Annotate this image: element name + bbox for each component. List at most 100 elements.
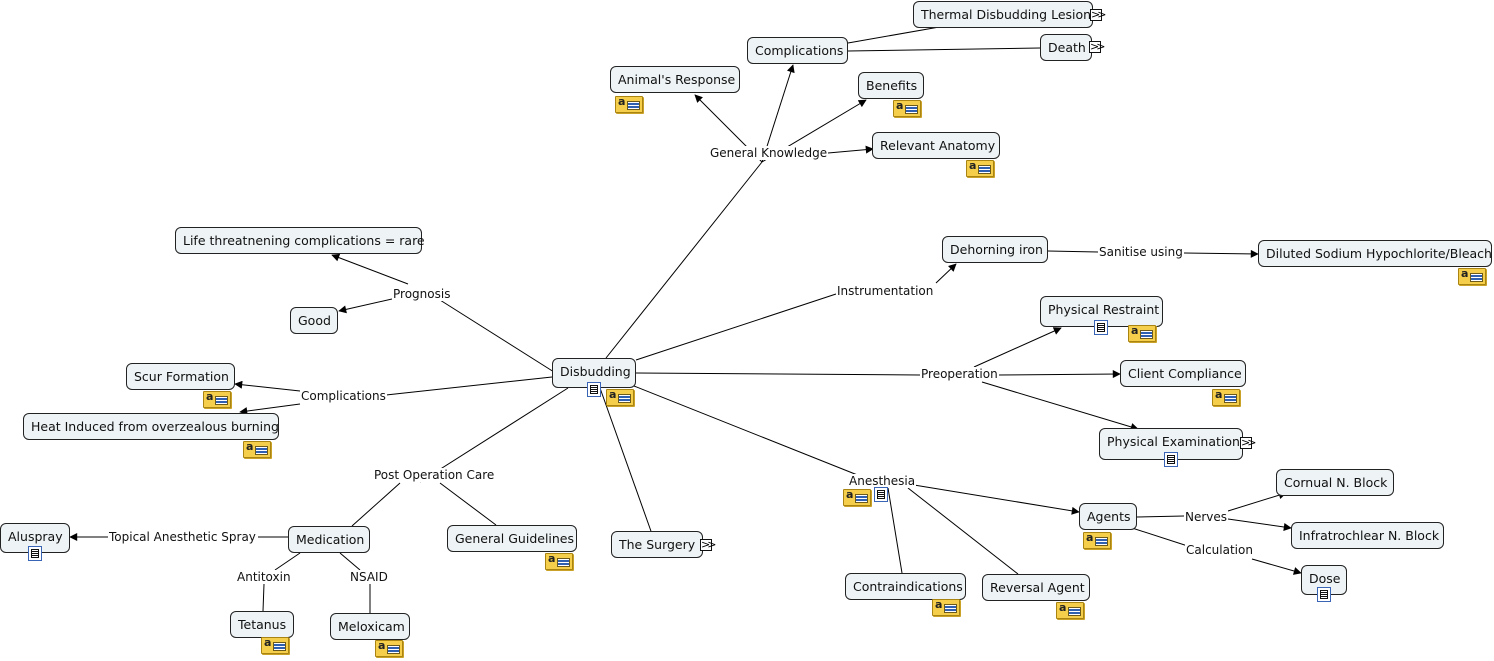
line-connector (385, 376, 553, 396)
line-connector (339, 552, 361, 571)
annotation-note-icon[interactable]: a (1212, 389, 1240, 406)
label-instrumentation: Instrumentation (836, 284, 935, 298)
node-relevant-anatomy[interactable]: Relevant Anatomy (872, 132, 1000, 159)
arrow-connector (827, 145, 874, 154)
annotation-note-icon[interactable]: a (243, 441, 271, 458)
node-thermal-disbudding-lesion[interactable]: Thermal Disbudding Lesion (913, 1, 1093, 28)
annotation-note-icon[interactable]: a (843, 489, 871, 506)
line-connector (847, 25, 946, 44)
node-animals-response[interactable]: Animal's Response (610, 66, 740, 93)
document-icon[interactable] (28, 546, 42, 561)
arrow-connector (981, 381, 1139, 431)
annotation-note-icon[interactable]: a (375, 640, 403, 657)
line-connector (419, 387, 569, 483)
label-general-knowledge: General Knowledge (709, 146, 829, 160)
annotation-note-icon[interactable]: a (1083, 532, 1111, 549)
annotation-note-icon[interactable]: a (932, 599, 960, 616)
line-connector (274, 552, 301, 571)
node-diluted-sodium-hypochlorite[interactable]: Diluted Sodium Hypochlorite/Bleach (1258, 240, 1492, 267)
node-contraindications[interactable]: Contraindications (845, 573, 966, 600)
document-icon[interactable] (587, 382, 601, 397)
line-connector (1047, 250, 1099, 253)
node-cornual-n-block[interactable]: Cornual N. Block (1276, 469, 1394, 496)
annotation-note-icon[interactable]: a (203, 391, 231, 408)
node-agents[interactable]: Agents (1079, 503, 1137, 530)
line-connector (605, 161, 763, 359)
label-preoperation: Preoperation (920, 367, 999, 381)
arrow-connector (1227, 518, 1292, 531)
annotation-note-icon[interactable]: a (966, 160, 994, 177)
label-nerves: Nerves (1184, 510, 1229, 524)
node-general-guidelines[interactable]: General Guidelines (447, 525, 577, 552)
annotation-note-icon[interactable]: a (615, 96, 643, 113)
annotation-note-icon[interactable]: a (545, 553, 573, 570)
annotation-note-icon[interactable]: a (261, 637, 289, 654)
node-infratrochlear-n-block[interactable]: Infratrochlear N. Block (1291, 522, 1444, 549)
node-life-threatening[interactable]: Life threatnening complications = rare (175, 227, 425, 254)
line-connector (907, 487, 1019, 575)
node-dose[interactable]: Dose (1301, 565, 1347, 595)
expand-icon[interactable]: >> (1090, 8, 1106, 21)
node-scur-formation[interactable]: Scur Formation (126, 363, 235, 390)
arrow-connector (234, 380, 301, 392)
arrow-connector (239, 403, 301, 416)
line-connector (262, 583, 265, 612)
document-icon[interactable] (1317, 587, 1331, 602)
document-icon[interactable] (1094, 320, 1108, 335)
arrow-connector (973, 327, 1062, 368)
document-icon[interactable] (1164, 452, 1178, 467)
expand-icon[interactable]: >> (700, 538, 716, 551)
line-connector (887, 487, 903, 574)
line-connector (599, 387, 653, 535)
arrow-connector (1251, 558, 1302, 575)
node-the-surgery[interactable]: The Surgery (611, 531, 703, 558)
node-death[interactable]: Death (1040, 34, 1092, 61)
node-heat-induced[interactable]: Heat Induced from overzealous burning (23, 413, 279, 440)
arrow-connector (935, 263, 957, 284)
line-connector (635, 372, 921, 376)
arrow-connector (331, 253, 409, 285)
node-reversal-agent[interactable]: Reversal Agent (982, 574, 1090, 601)
label-anesthesia: Anesthesia (848, 474, 917, 488)
annotation-note-icon[interactable]: a (1128, 325, 1156, 342)
arrow-connector (338, 298, 393, 314)
arrow-connector (761, 64, 795, 163)
arrow-connector (1183, 249, 1259, 258)
label-post-operation-care: Post Operation Care (373, 468, 496, 482)
annotation-note-icon[interactable]: a (1056, 602, 1084, 619)
node-tetanus[interactable]: Tetanus (230, 611, 294, 638)
node-meloxicam[interactable]: Meloxicam (330, 613, 410, 640)
label-prognosis: Prognosis (392, 287, 452, 301)
arrow-connector (913, 484, 1080, 515)
arrow-connector (1227, 491, 1287, 512)
line-connector (439, 299, 555, 373)
label-nsaid: NSAID (349, 570, 389, 584)
line-connector (635, 293, 837, 361)
label-complications-left: Complications (300, 389, 387, 403)
line-connector (633, 385, 861, 477)
node-medication[interactable]: Medication (288, 526, 370, 553)
expand-icon[interactable]: >> (1089, 40, 1105, 53)
arrow-connector (997, 370, 1121, 379)
annotation-note-icon[interactable]: a (1458, 268, 1486, 285)
label-sanitise-using: Sanitise using (1098, 245, 1184, 259)
node-complications-top[interactable]: Complications (747, 37, 848, 64)
line-connector (351, 482, 401, 527)
line-connector (439, 482, 497, 526)
node-aluspray[interactable]: Aluspray (0, 523, 70, 553)
annotation-note-icon[interactable]: a (893, 100, 921, 117)
line-connector (847, 47, 1041, 52)
line-connector (1136, 515, 1185, 518)
node-dehorning-iron[interactable]: Dehorning iron (942, 236, 1048, 263)
node-good[interactable]: Good (290, 307, 338, 334)
document-icon[interactable] (874, 487, 888, 502)
expand-icon[interactable]: >> (1240, 436, 1256, 449)
node-benefits[interactable]: Benefits (858, 72, 924, 99)
label-topical-anesthetic-spray: Topical Anesthetic Spray (108, 530, 257, 544)
node-physical-restraint[interactable]: Physical Restraint (1040, 296, 1163, 327)
node-client-compliance[interactable]: Client Compliance (1120, 360, 1246, 387)
annotation-note-icon[interactable]: a (606, 389, 634, 406)
label-calculation: Calculation (1185, 543, 1254, 557)
